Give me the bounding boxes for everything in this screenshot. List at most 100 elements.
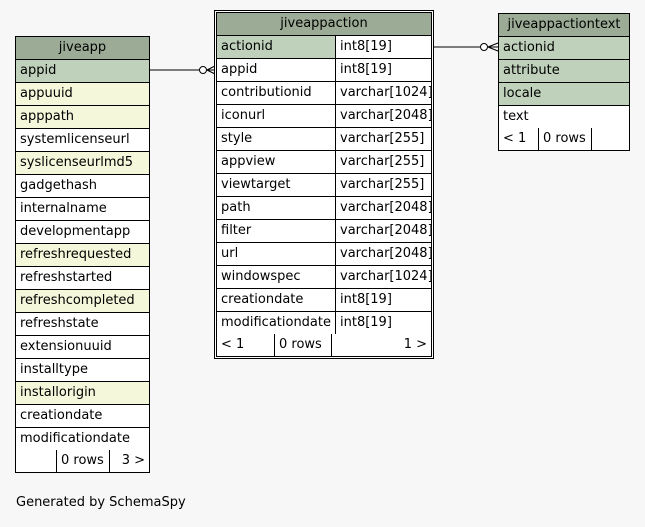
column-row[interactable]: syslicenseurlmd5 [16, 152, 149, 175]
column-type: varchar[1024] [336, 266, 431, 288]
column-name[interactable]: contributionid [217, 82, 336, 104]
children-link[interactable]: 1 > [403, 337, 427, 352]
column-row[interactable]: modificationdate [16, 428, 149, 450]
parents-count [16, 450, 57, 472]
column-type: varchar[2048] [336, 105, 431, 127]
column-type: varchar[2048] [336, 220, 431, 242]
column-name[interactable]: gadgethash [16, 175, 149, 197]
column-name[interactable]: appid [16, 60, 149, 82]
column-name[interactable]: creationdate [217, 289, 336, 311]
column-name[interactable]: creationdate [16, 405, 149, 427]
column-name[interactable]: appid [217, 59, 336, 81]
column-name[interactable]: appuuid [16, 83, 149, 105]
generated-by-label: Generated by SchemaSpy [16, 495, 186, 510]
column-name[interactable]: actionid [217, 36, 336, 58]
column-row[interactable]: systemlicenseurl [16, 129, 149, 152]
column-type: varchar[255] [336, 128, 431, 150]
column-row[interactable]: apppath [16, 106, 149, 129]
row-count: 0 rows [57, 450, 110, 472]
column-name[interactable]: locale [499, 83, 629, 105]
column-name[interactable]: viewtarget [217, 174, 336, 196]
table-footer: < 1 0 rows [499, 128, 629, 150]
column-type: varchar[255] [336, 174, 431, 196]
optional-marker [199, 66, 207, 74]
row-count: 0 rows [275, 334, 332, 356]
children-link [592, 128, 629, 150]
column-type: int8[19] [336, 289, 431, 311]
column-row[interactable]: refreshstarted [16, 267, 149, 290]
column-name[interactable]: path [217, 197, 336, 219]
column-type: int8[19] [336, 59, 431, 81]
column-name[interactable]: text [499, 106, 629, 128]
column-name[interactable]: actionid [499, 37, 629, 59]
table-title[interactable]: jiveappactiontext [499, 14, 629, 37]
column-name[interactable]: style [217, 128, 336, 150]
column-row[interactable]: extensionuuid [16, 336, 149, 359]
column-name[interactable]: appview [217, 151, 336, 173]
column-name[interactable]: modificationdate [217, 312, 336, 334]
column-name[interactable]: windowspec [217, 266, 336, 288]
row-count: 0 rows [539, 128, 592, 150]
column-row[interactable]: developmentapp [16, 221, 149, 244]
column-name[interactable]: refreshstarted [16, 267, 149, 289]
crowsfoot-icon [206, 65, 216, 75]
column-name[interactable]: attribute [499, 60, 629, 82]
column-type: varchar[2048] [336, 197, 431, 219]
column-name[interactable]: installtype [16, 359, 149, 381]
column-row[interactable]: refreshcompleted [16, 290, 149, 313]
column-row[interactable]: refreshstate [16, 313, 149, 336]
column-row[interactable]: appid [16, 60, 149, 83]
column-type: int8[19] [336, 312, 431, 334]
column-name[interactable]: internalname [16, 198, 149, 220]
column-name[interactable]: developmentapp [16, 221, 149, 243]
column-row[interactable]: locale [499, 83, 629, 106]
column-type: varchar[255] [336, 151, 431, 173]
column-name[interactable]: installorigin [16, 382, 149, 404]
column-name[interactable]: iconurl [217, 105, 336, 127]
column-name[interactable]: refreshcompleted [16, 290, 149, 312]
column-type: varchar[2048] [336, 243, 431, 265]
column-name[interactable]: apppath [16, 106, 149, 128]
table-title[interactable]: jiveappaction [217, 13, 431, 36]
column-row[interactable]: actionid [499, 37, 629, 60]
column-row[interactable]: appuuid [16, 83, 149, 106]
column-row[interactable]: installorigin [16, 382, 149, 405]
optional-marker [480, 43, 488, 51]
crowsfoot-icon [487, 42, 499, 52]
column-row[interactable]: text [499, 106, 629, 128]
column-row[interactable]: creationdate [16, 405, 149, 428]
column-name[interactable]: refreshrequested [16, 244, 149, 266]
column-row[interactable]: installtype [16, 359, 149, 382]
column-name[interactable]: extensionuuid [16, 336, 149, 358]
column-name[interactable]: systemlicenseurl [16, 129, 149, 151]
column-row[interactable]: refreshrequested [16, 244, 149, 267]
column-row[interactable]: internalname [16, 198, 149, 221]
column-name[interactable]: filter [217, 220, 336, 242]
column-name[interactable]: url [217, 243, 336, 265]
column-row[interactable]: gadgethash [16, 175, 149, 198]
parents-link[interactable]: < 1 [217, 334, 275, 356]
children-link[interactable]: 3 > [121, 453, 145, 468]
table-title[interactable]: jiveapp [16, 37, 149, 60]
column-name[interactable]: refreshstate [16, 313, 149, 335]
parents-link[interactable]: < 1 [499, 128, 539, 150]
column-row[interactable]: attribute [499, 60, 629, 83]
column-name[interactable]: modificationdate [16, 428, 149, 450]
column-name[interactable]: syslicenseurlmd5 [16, 152, 149, 174]
